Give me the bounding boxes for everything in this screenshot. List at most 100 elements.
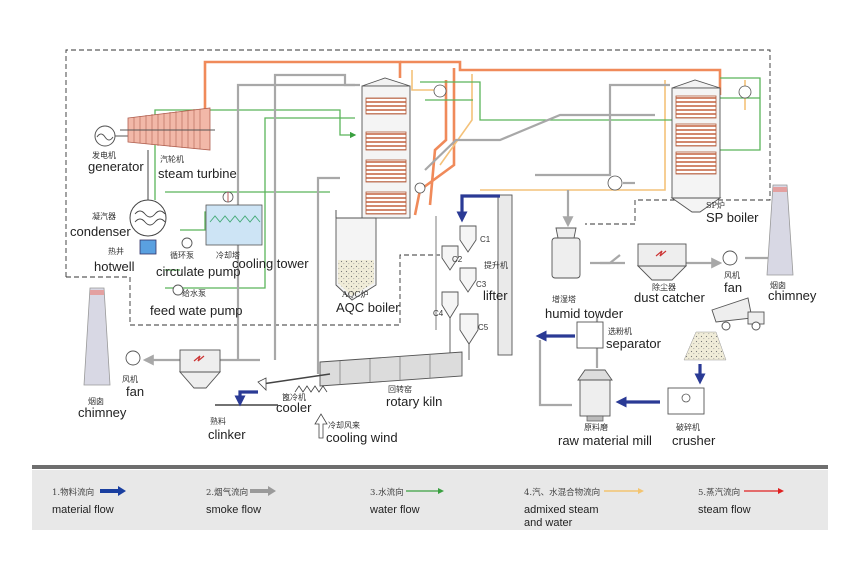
- right-fan-label-zh: 风机: [724, 270, 740, 280]
- raw-material-pile: [683, 331, 727, 361]
- cyclone-c1-label: C1: [480, 235, 491, 244]
- aqc-boiler-label: AQC boiler: [336, 300, 400, 315]
- generator: [94, 125, 128, 147]
- condenser-label-zh: 凝汽器: [92, 211, 116, 221]
- sp-boiler: [670, 79, 722, 213]
- separator-label-zh: 选粉机: [608, 326, 632, 336]
- condenser-label: condenser: [70, 224, 131, 239]
- steam-turbine-label: steam turbine: [158, 166, 237, 181]
- raw-mill-label: raw material mill: [558, 433, 652, 448]
- left-fan-label-zh: 风机: [122, 374, 138, 384]
- legend-steam-en: steam flow: [698, 504, 751, 516]
- legend-water-zh: 3.水流向: [370, 487, 404, 498]
- left-chimney-label-zh: 烟囱: [88, 396, 104, 406]
- legend-admixed-en: admixed steam: [524, 504, 599, 516]
- crusher-label-zh: 破碎机: [676, 422, 700, 432]
- aqc-drum-icon: [433, 84, 447, 98]
- legend-water-en: water flow: [369, 504, 420, 516]
- sp-drum-icon: [738, 85, 752, 99]
- humid-tower-label-zh: 增湿塔: [552, 294, 576, 304]
- cyclone-c5-label: C5: [478, 323, 489, 332]
- rotary-kiln-label-zh: 回转窑: [388, 384, 412, 394]
- plant-boundary: [65, 49, 771, 326]
- clinker-label-zh: 熟料: [210, 416, 226, 426]
- legend-item-water: 3.水流向 water flow: [369, 487, 444, 516]
- separator: [576, 321, 604, 349]
- steam-turbine: [120, 107, 215, 151]
- feed-pump-label-zh: 给水泵: [182, 288, 206, 298]
- legend: 1.物料流向 material flow 2.烟气流向 smoke flow 3…: [52, 486, 784, 529]
- right-chimney: [766, 184, 794, 276]
- generator-label-zh: 发电机: [92, 150, 116, 160]
- raw-material-mill: [577, 369, 613, 422]
- legend-smoke-zh: 2.烟气流向: [206, 487, 248, 498]
- cooling-wind-arrow: [314, 413, 328, 439]
- circulate-pump-label-zh: 循环泵: [170, 250, 194, 260]
- dust-catcher: [636, 243, 688, 281]
- right-chimney-label: chimney: [768, 288, 817, 303]
- aqc-pump-icon: [414, 182, 426, 194]
- legend-frame: [32, 465, 828, 530]
- hotwell: [139, 239, 157, 255]
- cyclone-c2-label: C2: [452, 255, 463, 264]
- left-dust-unit: [179, 349, 221, 389]
- aqc-boiler-label-zh: AQC炉: [341, 289, 368, 299]
- right-fan-label: fan: [724, 280, 742, 295]
- legend-item-admixed: 4.汽、水混合物流向 admixed steam and water: [524, 487, 644, 529]
- steam-turbine-label-zh: 汽轮机: [160, 154, 184, 164]
- left-chimney: [83, 287, 111, 386]
- left-fan-icon: [125, 350, 141, 366]
- legend-item-material: 1.物料流向 material flow: [52, 486, 126, 516]
- right-chimney-label-zh: 烟囱: [770, 280, 786, 290]
- clinker-label: clinker: [208, 427, 246, 442]
- sp-fan-icon: [607, 175, 623, 191]
- lifter-label-zh: 提升机: [484, 260, 508, 270]
- preheater-cyclones: [441, 225, 479, 370]
- rotary-kiln-label: rotary kiln: [386, 394, 442, 409]
- circulate-pump-label: circulate pump: [156, 264, 241, 279]
- legend-material-en: material flow: [52, 504, 114, 516]
- separator-label: separator: [606, 336, 662, 351]
- crusher: [667, 387, 705, 415]
- humid-tower-label: humid towder: [545, 306, 624, 321]
- left-chimney-label: chimney: [78, 405, 127, 420]
- feed-pump-label: feed wate pump: [150, 303, 243, 318]
- cooler-label-zh: 篦冷机: [282, 392, 306, 402]
- condenser: [129, 150, 167, 237]
- legend-material-zh: 1.物料流向: [52, 487, 94, 498]
- dust-catcher-label-zh: 除尘器: [652, 282, 676, 292]
- material-flow: [234, 194, 706, 408]
- rotary-kiln: [319, 351, 463, 387]
- cooler: [257, 373, 331, 393]
- cyclone-c3-label: C3: [476, 280, 487, 289]
- feed-water-pump: [172, 284, 184, 296]
- cyclone-c4-label: C4: [433, 309, 444, 318]
- cooling-wind-label: cooling wind: [326, 430, 398, 445]
- circulate-pump: [181, 237, 193, 249]
- legend-smoke-en: smoke flow: [206, 504, 261, 516]
- legend-steam-zh: 5.蒸汽流向: [698, 487, 740, 498]
- sp-boiler-label: SP boiler: [706, 210, 759, 225]
- lifter: [497, 194, 513, 356]
- right-fan-icon: [722, 250, 738, 266]
- lifter-label: lifter: [483, 288, 508, 303]
- diagram-labels: 发电机 generator 汽轮机 steam turbine 凝汽器 cond…: [70, 150, 817, 448]
- raw-mill-label-zh: 原料磨: [584, 422, 608, 432]
- legend-item-smoke: 2.烟气流向 smoke flow: [206, 486, 276, 516]
- hotwell-label: hotwell: [94, 259, 135, 274]
- aqc-boiler: [335, 77, 411, 301]
- legend-admixed-zh: 4.汽、水混合物流向: [524, 487, 600, 498]
- cooling-tower: [205, 191, 263, 246]
- hotwell-label-zh: 热井: [108, 246, 124, 256]
- crusher-label: crusher: [672, 433, 716, 448]
- humid-tower: [551, 227, 581, 279]
- cooling-tower-label-zh: 冷却塔: [216, 250, 240, 260]
- cooler-label: cooler: [276, 400, 312, 415]
- dump-truck: [711, 297, 765, 331]
- left-fan-label: fan: [126, 384, 144, 399]
- cooling-wind-label-zh: 冷却风来: [328, 420, 360, 430]
- legend-admixed-en-line2: and water: [524, 517, 573, 529]
- cooling-tower-label: cooling tower: [232, 256, 309, 271]
- sp-boiler-label-zh: SP炉: [706, 200, 725, 210]
